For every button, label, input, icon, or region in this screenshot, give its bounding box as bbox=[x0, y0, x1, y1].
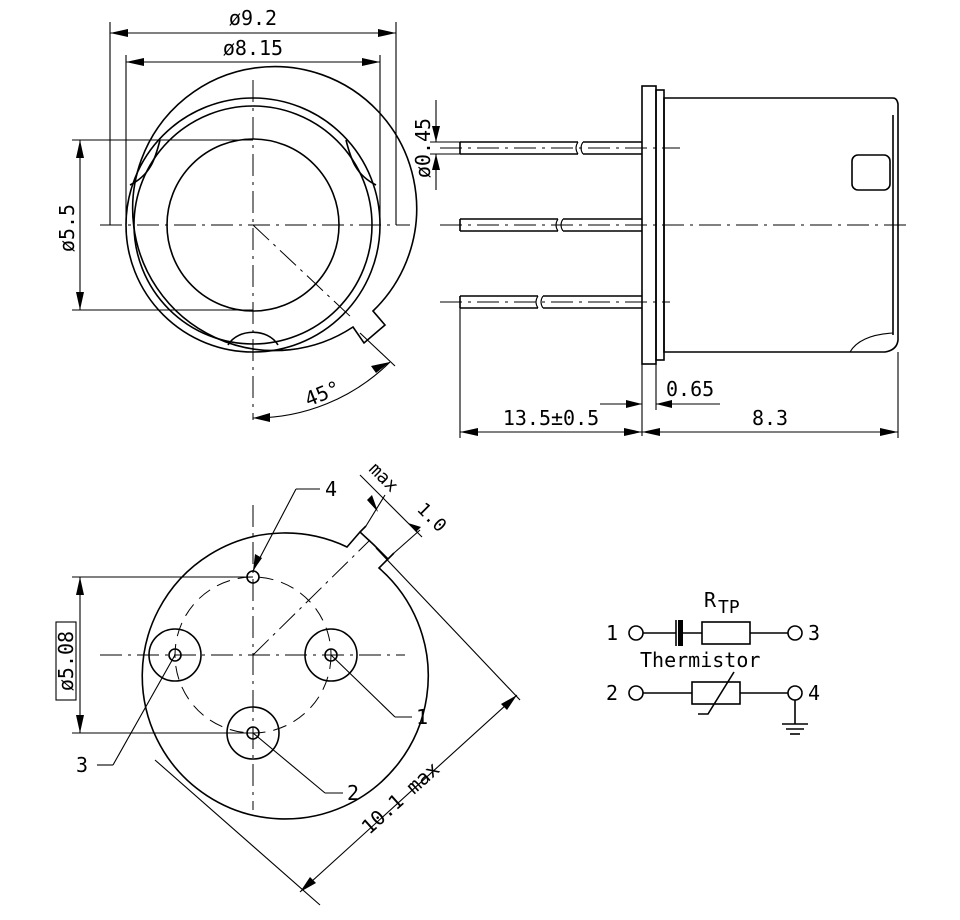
dim-label-tab-val: 1.0 bbox=[412, 499, 450, 537]
arrowhead bbox=[378, 29, 396, 37]
side-view-pin-middle bbox=[459, 218, 642, 232]
arrowhead bbox=[460, 428, 478, 436]
dim-ext-line bbox=[375, 547, 521, 701]
arrowhead bbox=[656, 400, 672, 408]
pin-1 bbox=[304, 628, 358, 682]
arrowhead bbox=[126, 58, 144, 66]
angle-arc bbox=[252, 361, 391, 419]
dim-label-overall: 10.1 max bbox=[356, 757, 444, 839]
side-view-body-curve bbox=[849, 332, 894, 353]
component-label: R bbox=[704, 588, 717, 612]
arrowhead bbox=[253, 554, 262, 571]
terminal-2 bbox=[628, 685, 644, 701]
dim-label-outer: ø9.2 bbox=[229, 6, 277, 30]
arrowhead bbox=[362, 58, 380, 66]
junction-plate-thick bbox=[678, 620, 683, 646]
dim-label-inner: ø8.15 bbox=[223, 36, 283, 60]
top-view: ø9.2 ø8.15 ø5.5 45° bbox=[55, 6, 418, 422]
arrowhead bbox=[76, 292, 84, 310]
pin-3 bbox=[148, 628, 202, 682]
schem-pin-label-4: 4 bbox=[808, 681, 820, 705]
bottom-view: 4 1 2 3 ø5.08 max 1.0 10.1 max bbox=[54, 459, 521, 906]
arrowhead bbox=[253, 413, 270, 422]
bottom-view-tab bbox=[387, 552, 395, 560]
dim-label-pitch: ø5.08 bbox=[54, 631, 78, 691]
dim-label-body: 8.3 bbox=[752, 406, 788, 430]
arrowhead bbox=[432, 154, 440, 170]
schem-pin-label-2: 2 bbox=[606, 681, 618, 705]
thermistor-label: Thermistor bbox=[640, 648, 760, 672]
schem-pin-label-3: 3 bbox=[808, 621, 820, 645]
pin-label-1: 1 bbox=[416, 705, 428, 729]
dim-label-window: ø5.5 bbox=[55, 204, 79, 252]
schematic: 1 3 R TP Thermistor 2 4 bbox=[606, 588, 820, 735]
arrowhead bbox=[880, 428, 898, 436]
arrowhead bbox=[110, 29, 128, 37]
pin-label-4: 4 bbox=[325, 477, 337, 501]
dim-ext-line bbox=[393, 529, 421, 554]
arrowhead bbox=[76, 577, 84, 595]
terminal-4 bbox=[787, 685, 803, 701]
terminal-1 bbox=[628, 625, 644, 641]
arrowhead bbox=[501, 695, 517, 710]
dim-label-lead: 13.5±0.5 bbox=[503, 406, 599, 430]
dim-line-overall bbox=[299, 694, 518, 893]
bottom-view-outer bbox=[141, 530, 429, 820]
top-view-cap bbox=[133, 105, 373, 345]
bottom-view-tab bbox=[359, 525, 367, 533]
arrowhead bbox=[371, 362, 390, 373]
top-view-centerline-diag bbox=[252, 224, 353, 319]
arrowhead bbox=[408, 523, 421, 532]
resistor-rtp bbox=[701, 621, 751, 645]
component-sub: TP bbox=[718, 597, 740, 618]
side-view-pin-top bbox=[459, 141, 642, 155]
arrowhead bbox=[300, 877, 316, 892]
side-view-body bbox=[663, 97, 899, 353]
leader-pin-2 bbox=[252, 732, 326, 794]
terminal-3 bbox=[787, 625, 803, 641]
arrowhead bbox=[642, 428, 660, 436]
dim-label-angle: 45° bbox=[301, 376, 343, 412]
arrowhead bbox=[624, 428, 642, 436]
top-view-window bbox=[166, 138, 340, 312]
arrowhead bbox=[76, 715, 84, 733]
leader-pin-3 bbox=[112, 654, 176, 766]
dim-ext-line bbox=[154, 759, 321, 906]
dim-label-flange: 0.65 bbox=[666, 377, 714, 401]
arrowhead bbox=[626, 400, 642, 408]
pin-label-3: 3 bbox=[76, 753, 88, 777]
angle-ext-line bbox=[359, 332, 396, 367]
dim-label-pin: ø0.45 bbox=[411, 118, 435, 178]
top-view-bump-bottom bbox=[227, 331, 279, 346]
arrowhead bbox=[76, 140, 84, 158]
top-view-bump-right bbox=[345, 139, 377, 186]
ground-icon bbox=[782, 723, 808, 735]
arrowhead bbox=[432, 126, 440, 142]
side-view: ø0.45 0.65 13.5±0.5 8.3 bbox=[411, 85, 910, 438]
bottom-centerline-diag bbox=[252, 539, 371, 656]
dim-ext-line bbox=[365, 494, 386, 527]
top-view-bump-left bbox=[129, 139, 161, 186]
side-view-window bbox=[851, 154, 891, 191]
thermistor-slash bbox=[698, 671, 735, 715]
arrowhead bbox=[367, 495, 378, 512]
dim-box-pitch bbox=[55, 621, 77, 701]
leader-pin-1 bbox=[330, 654, 396, 718]
schem-pin-label-1: 1 bbox=[606, 621, 618, 645]
pin-label-2: 2 bbox=[347, 781, 359, 805]
side-view-pin-bottom bbox=[459, 295, 642, 309]
dim-label-tab-max: max bbox=[364, 459, 402, 497]
